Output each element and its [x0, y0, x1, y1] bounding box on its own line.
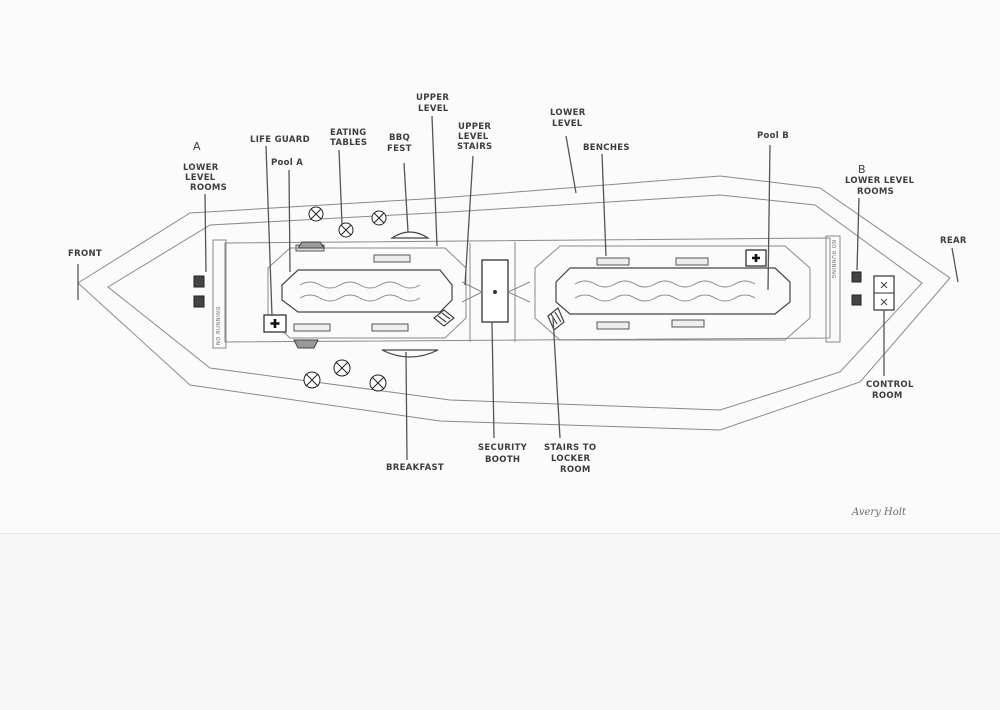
pool-a-waves: [299, 281, 421, 302]
grill-top: [297, 241, 325, 249]
bbq-dome: [390, 231, 430, 239]
security-fan-right: [507, 281, 531, 303]
rear-stair-bank: [825, 235, 841, 343]
eating-table-4: [303, 371, 321, 389]
control-tool-icon: [880, 298, 888, 306]
label-benches: BENCHES: [583, 143, 630, 153]
label-pool-b: Pool B: [757, 131, 789, 141]
pool-b-surround: [534, 245, 811, 341]
bench-b-4: [671, 319, 705, 328]
locker-room-stairs-glyph: [547, 307, 565, 331]
eating-table-6: [369, 374, 387, 392]
label-upper-level-2: LEVEL: [418, 104, 449, 114]
label-locker-3: ROOM: [560, 465, 591, 475]
bench-a-1: [373, 254, 411, 263]
bench-b-1: [596, 257, 630, 266]
leader-upper-level: [431, 115, 438, 247]
label-section-a: A: [193, 140, 201, 153]
label-upper-stairs-2: LEVEL: [458, 132, 489, 142]
lower-room-a-2: [193, 295, 205, 308]
leader-lower-rooms-a: [204, 193, 207, 273]
bench-b-2: [675, 257, 709, 266]
leader-breakfast: [405, 351, 408, 461]
pool-b-waves: [574, 280, 756, 302]
label-section-b: B: [858, 163, 866, 176]
label-locker-2: LOCKER: [551, 454, 590, 464]
inner-hull: [107, 194, 923, 411]
label-breakfast: BREAKFAST: [386, 463, 444, 473]
leader-pool-a: [288, 169, 291, 273]
no-running-label-a: NO RUNNING: [216, 306, 222, 345]
label-lower-rooms-b-1: LOWER LEVEL: [845, 176, 915, 186]
label-lower-level-1: LOWER: [550, 108, 586, 118]
pool-b-water: [555, 267, 791, 315]
first-aid-icon-b: [752, 254, 760, 262]
label-locker-1: STAIRS TO: [544, 443, 596, 453]
leader-lower-level: [565, 135, 577, 194]
leader-upper-stairs: [464, 155, 474, 286]
label-lower-rooms-a-2: LEVEL: [185, 173, 216, 183]
lower-room-a-1: [193, 275, 205, 288]
label-pool-a: Pool A: [271, 158, 303, 168]
label-rear: REAR: [940, 236, 967, 246]
upper-level-stairs-glyph: [433, 309, 455, 327]
label-lower-level-2: LEVEL: [552, 119, 583, 129]
paper-lower-margin: [0, 533, 1000, 710]
eating-table-1: [308, 206, 324, 222]
leader-life-guard: [265, 145, 273, 317]
label-life-guard: LIFE GUARD: [250, 135, 310, 145]
bench-a-2: [293, 323, 331, 332]
signature: Avery Holt: [851, 507, 907, 518]
security-booth-dot: [493, 290, 497, 294]
pool-a-surround: [267, 247, 467, 339]
outer-hull: [77, 175, 951, 431]
label-bbq-1: BBQ: [389, 133, 410, 143]
leader-lower-rooms-b: [856, 197, 860, 271]
bench-a-3: [371, 323, 409, 332]
leader-rear: [951, 247, 959, 283]
label-upper-stairs-3: STAIRS: [457, 142, 492, 152]
leader-benches: [601, 153, 607, 257]
first-aid-icon-a: [270, 319, 280, 328]
front-stair-bank: [212, 239, 227, 349]
breakfast-dome: [381, 349, 439, 358]
label-security-2: BOOTH: [485, 455, 520, 465]
label-upper-level-1: UPPER: [416, 93, 449, 103]
deck-band: [224, 237, 831, 343]
leader-locker-stairs: [552, 317, 561, 439]
eating-table-5: [333, 359, 351, 377]
lower-room-b-2: [851, 294, 862, 306]
label-control-room-2: ROOM: [872, 391, 903, 401]
label-control-room-1: CONTROL: [866, 380, 914, 390]
label-upper-stairs-1: UPPER: [458, 122, 491, 132]
label-front: FRONT: [68, 249, 102, 259]
label-lower-rooms-a-1: LOWER: [183, 163, 219, 173]
control-gear-icon: [880, 281, 888, 289]
label-eating-tables-1: EATING: [330, 128, 367, 138]
no-running-label-b: NO RUNNING: [830, 240, 836, 279]
eating-table-3: [371, 210, 387, 226]
label-security-1: SECURITY: [478, 443, 528, 453]
grill-bottom: [293, 339, 319, 349]
label-bbq-2: FEST: [387, 144, 412, 154]
eating-table-2: [338, 222, 354, 238]
leader-security: [491, 321, 495, 439]
label-lower-rooms-a-3: ROOMS: [190, 183, 227, 193]
pool-a-water: [281, 269, 453, 313]
label-eating-tables-2: TABLES: [330, 138, 367, 148]
bench-b-3: [596, 321, 630, 330]
leader-eating-tables: [338, 149, 343, 225]
leader-pool-b: [767, 144, 771, 291]
leader-bbq: [403, 162, 409, 233]
label-lower-rooms-b-2: ROOMS: [857, 187, 894, 197]
lower-room-b-1: [851, 271, 862, 283]
